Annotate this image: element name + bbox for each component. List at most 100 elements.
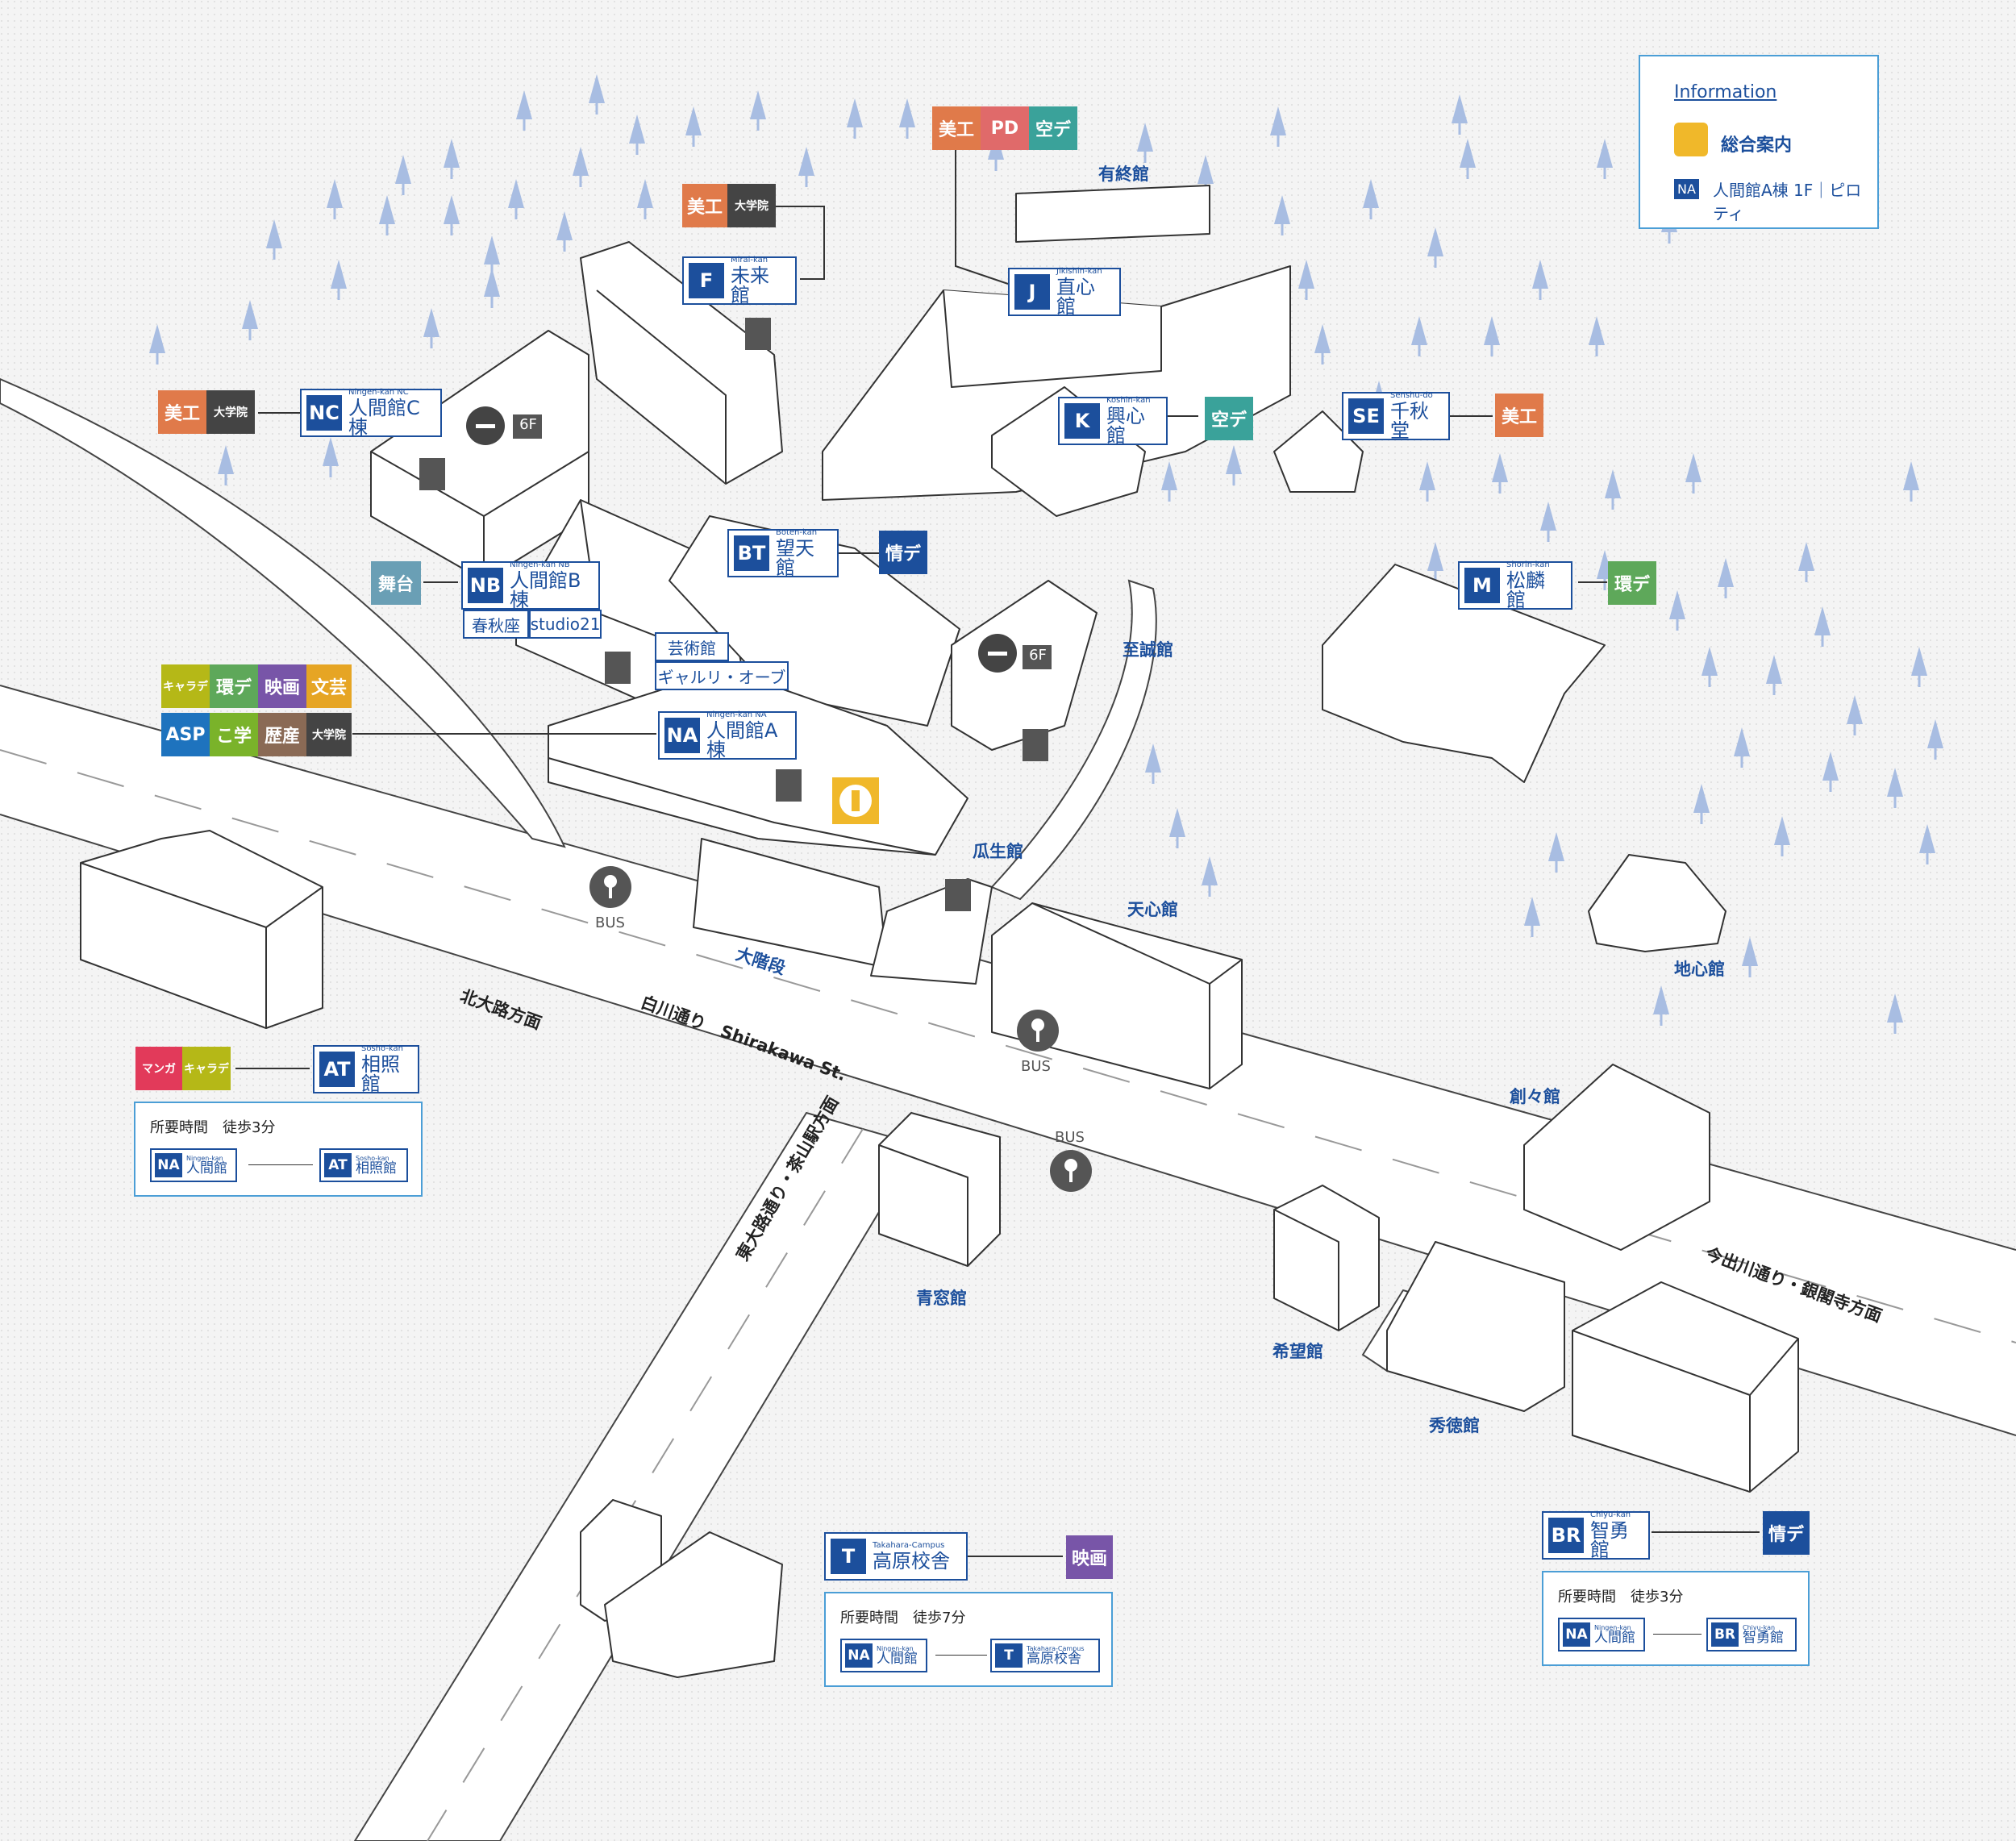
- building-romaji: Takahara-Campus: [873, 1541, 945, 1550]
- chip-kande: 環デ: [1608, 561, 1656, 605]
- building-name: 松麟館: [1506, 569, 1545, 611]
- travel-time-text: 所要時間 徒歩3分: [150, 1119, 276, 1136]
- building-romaji: Ningen-kan NA: [706, 710, 767, 719]
- building-name: 千秋堂: [1390, 400, 1429, 442]
- building-name: 相照館: [361, 1053, 400, 1095]
- building-name: 智勇館: [1590, 1519, 1629, 1561]
- bus-label: BUS: [1055, 1129, 1085, 1146]
- building-code: NA: [845, 1643, 873, 1668]
- building-tenshinkan[interactable]: 天心館: [1127, 900, 1178, 919]
- building-code: F: [689, 263, 724, 298]
- smoking-icon: [466, 406, 1052, 673]
- building-name: 直心館: [1056, 276, 1095, 318]
- building-code: SE: [1348, 398, 1384, 434]
- building-romaji: Ningen-kan NB: [510, 560, 570, 569]
- chip-asp: ASP: [161, 713, 210, 756]
- building-name: 相照館: [356, 1160, 397, 1177]
- chip-joude: 情デ: [1763, 1511, 1810, 1555]
- building-chishinkan[interactable]: 地心館: [1674, 960, 1725, 979]
- building-romaji: Ningen-kan: [877, 1644, 914, 1652]
- building-code: K: [1064, 403, 1100, 439]
- building-romaji: Ningen-kan NC: [348, 388, 409, 397]
- building-shutokukan[interactable]: 秀徳館: [1429, 1416, 1480, 1435]
- building-code: T: [831, 1539, 866, 1574]
- building-code: T: [995, 1643, 1023, 1668]
- building-kiboukan[interactable]: 希望館: [1272, 1342, 1323, 1361]
- building-urikan[interactable]: 瓜生館: [973, 842, 1023, 861]
- building-romaji: Sosho-kan: [361, 1044, 404, 1053]
- building-code: BR: [1711, 1622, 1739, 1647]
- building-name: 人間館: [186, 1160, 227, 1177]
- chip-eiga: 映画: [1066, 1535, 1113, 1579]
- chip-bungei: 文芸: [306, 664, 352, 708]
- building-romaji: Jikishin-kan: [1056, 267, 1102, 276]
- building-name: 人間館: [877, 1650, 918, 1667]
- chip-joude: 情デ: [879, 531, 927, 574]
- floor-tag: 6F: [519, 416, 537, 433]
- building-romaji: Boten-kan: [776, 528, 818, 537]
- higashioji-road: [353, 1111, 921, 1841]
- building-name: 未来館: [731, 264, 769, 306]
- bus-stop-icon: [589, 866, 1092, 1192]
- bus-label: BUS: [595, 914, 625, 931]
- building-code: BT: [734, 535, 769, 571]
- travel-time-text: 所要時間 徒歩3分: [1558, 1589, 1684, 1606]
- chip-daigakuin: 大学院: [727, 184, 776, 227]
- building-code: AT: [319, 1052, 355, 1087]
- travel-time-text: 所要時間 徒歩7分: [840, 1610, 966, 1626]
- building-name: 高原校舎: [873, 1550, 950, 1572]
- building-seisoukan[interactable]: 青窓館: [916, 1289, 967, 1308]
- building-yushukan[interactable]: 有終館: [1098, 165, 1149, 184]
- building-code: NA: [1563, 1622, 1590, 1647]
- facility-studio21[interactable]: studio21: [529, 610, 602, 639]
- information-icon: [832, 777, 879, 824]
- chip-kogaku: こ学: [210, 713, 258, 756]
- floor-tag: 6F: [1029, 647, 1047, 664]
- building-name: 興心館: [1106, 405, 1145, 447]
- chip-daigakuin: 大学院: [206, 390, 255, 434]
- building-sousoukan[interactable]: 創々館: [1510, 1087, 1560, 1106]
- chip-charade: キャラデ: [182, 1047, 231, 1090]
- facility-geijutsukan[interactable]: 芸術館: [655, 632, 729, 661]
- building-code: NA: [664, 718, 700, 753]
- chip-daigakuin: 大学院: [306, 713, 352, 756]
- building-romaji: Ningen-kan: [1594, 1623, 1631, 1631]
- building-name: 望天館: [776, 537, 814, 579]
- facility-shunjuza[interactable]: 春秋座: [463, 610, 529, 639]
- info-legend: Information 総合案内 NA 人間館A棟 1F｜ピロティ: [1639, 55, 1879, 229]
- building-name: 人間館B棟: [510, 569, 581, 611]
- info-item-code: NA: [1674, 179, 1699, 199]
- info-icon: [1674, 123, 1708, 156]
- building-romaji: Chiyu-kan: [1590, 1510, 1631, 1519]
- building-code: BR: [1548, 1518, 1584, 1553]
- info-item-location: 人間館A棟 1F｜ピロティ: [1713, 181, 1862, 223]
- building-romaji: Chiyu-kan: [1743, 1623, 1776, 1631]
- chip-kande: 環デ: [210, 664, 258, 708]
- building-code: J: [1014, 274, 1050, 310]
- facility-gallery[interactable]: ギャルリ・オーブ: [655, 661, 789, 690]
- building-name: 智勇館: [1743, 1629, 1784, 1646]
- bus-label: BUS: [1021, 1058, 1051, 1075]
- chip-rekisan: 歴産: [258, 713, 306, 756]
- building-name: 人間館C棟: [348, 397, 420, 439]
- building-shiseikan[interactable]: 至誠館: [1123, 640, 1173, 660]
- info-title: Information: [1674, 82, 1777, 102]
- chip-bikou: 美工: [932, 106, 981, 150]
